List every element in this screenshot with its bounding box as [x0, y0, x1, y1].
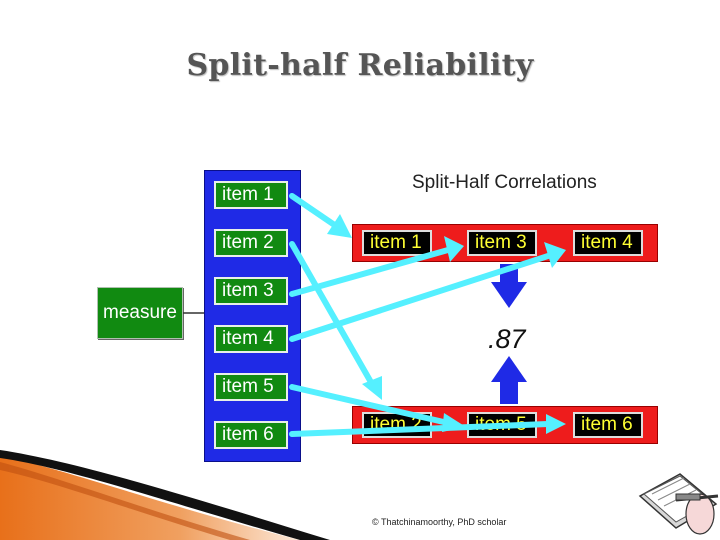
book-pen-icon — [638, 473, 719, 535]
item-box-1: item 1 — [214, 181, 288, 209]
arrowhead-item5 — [442, 413, 466, 432]
split-half-correlations-label: Split-Half Correlations — [412, 172, 597, 193]
item-box-5: item 5 — [214, 373, 288, 401]
arrowhead-item6 — [546, 414, 566, 434]
arrow-item1-to-half1 — [289, 193, 339, 229]
arrowhead-item4 — [544, 242, 566, 268]
first-half-item-2: item 3 — [467, 230, 537, 256]
arrow-item4-to-half1 — [289, 253, 551, 342]
arrow-item6-to-half2 — [289, 421, 551, 437]
first-half-item-3: item 4 — [573, 230, 643, 256]
footer-credit: © Thatchinamoorthy, PhD scholar — [372, 517, 507, 527]
items-panel — [204, 170, 301, 462]
arrowhead-item3 — [444, 236, 464, 262]
arrowhead-item1 — [327, 214, 352, 238]
up-arrow-icon — [491, 356, 527, 404]
slide-title: Split-half Reliability — [186, 48, 534, 83]
item-box-4: item 4 — [214, 325, 288, 353]
first-half-item-1: item 1 — [362, 230, 432, 256]
correlation-value: .87 — [488, 324, 526, 354]
item-box-3: item 3 — [214, 277, 288, 305]
arrow-item2-to-half2 — [289, 241, 375, 387]
item-box-2: item 2 — [214, 229, 288, 257]
measure-box: measure — [97, 287, 183, 339]
arrowhead-item2 — [362, 376, 382, 400]
arrow-item5-to-half2 — [289, 384, 451, 426]
item-box-6: item 6 — [214, 421, 288, 449]
second-half-item-3: item 6 — [573, 412, 643, 438]
